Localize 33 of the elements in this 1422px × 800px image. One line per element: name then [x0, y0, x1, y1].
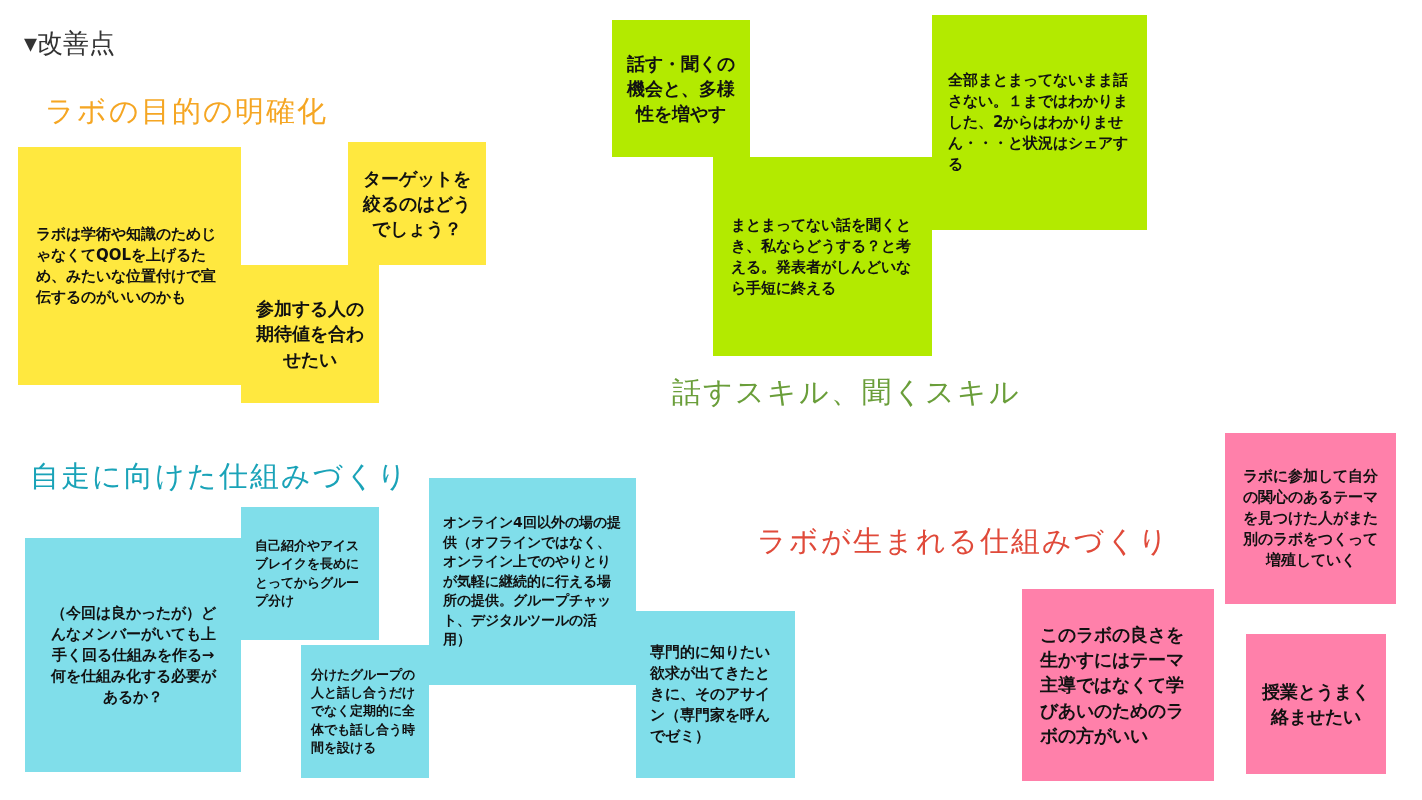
sticky-note [932, 15, 1147, 230]
page-heading: ▾改善点 [24, 27, 116, 60]
sticky-note [241, 507, 379, 640]
section-heading: ラボが生まれる仕組みづくり [757, 523, 1170, 560]
note-text: 全部まとまってないまま話さない。１まではわかりました、2からはわかりません・・・と状況はシェアする [948, 70, 1129, 175]
sticky-note [429, 478, 636, 685]
sticky-note [1022, 589, 1214, 781]
sticky-note [301, 645, 429, 778]
note-text: オンライン4回以外の場の提供（オフラインではなく、オンライン上でのやりとりが気軽に継続的に行える場所の提供。グループチャット、デジタルツールの活用） [443, 512, 622, 650]
sticky-note [713, 157, 932, 356]
note-text: ラボは学術や知識のためじゃなくてQOLを上げるため、みたいな位置付けで宣伝するのがいいのかも [36, 224, 217, 308]
sticky-note [25, 538, 241, 772]
sticky-note [612, 20, 750, 157]
sticky-note [241, 265, 379, 403]
section-heading: 自走に向けた仕組みづくり [30, 458, 409, 495]
note-text: まとまってない話を聞くとき、私ならどうする？と考える。発表者がしんどいなら手短に終える [731, 214, 912, 299]
sticky-note [348, 142, 486, 265]
note-text: ターゲットを絞るのはどうでしょう？ [361, 166, 472, 242]
section-heading: ラボの目的の明確化 [45, 93, 328, 130]
note-text: 専門的に知りたい欲求が出てきたときに、そのアサイン（専門家を呼んでゼミ） [650, 642, 771, 747]
sticky-note [18, 147, 241, 385]
note-text: 話す・聞くの機会と、多様性を増やす [625, 51, 736, 127]
note-text: 参加する人の期待値を合わせたい [255, 297, 365, 372]
sticky-note [1225, 433, 1396, 604]
section-heading: 話すスキル、聞くスキル [672, 374, 1021, 411]
note-text: 分けたグループの人と話し合うだけでなく定期的に全体でも話し合う時間を設ける [311, 666, 416, 757]
sticky-note [636, 611, 795, 778]
note-text: 授業とうまく絡ませたい [1261, 679, 1371, 729]
note-text: このラボの良さを生かすにはテーマ主導ではなくて学びあいのためのラボの方がいい [1040, 623, 1185, 748]
note-text: 自己紹介やアイスブレイクを長めにとってからグループ分け [255, 537, 360, 610]
note-text: ラボに参加して自分の関心のあるテーマを見つけた人がまた別のラボをつくって増殖していく [1242, 466, 1379, 571]
note-text: （今回は良かったが）どんなメンバーがいても上手く回る仕組みを作る→何を仕組み化する必要があるか？ [49, 602, 218, 708]
sticky-note [1246, 634, 1386, 774]
